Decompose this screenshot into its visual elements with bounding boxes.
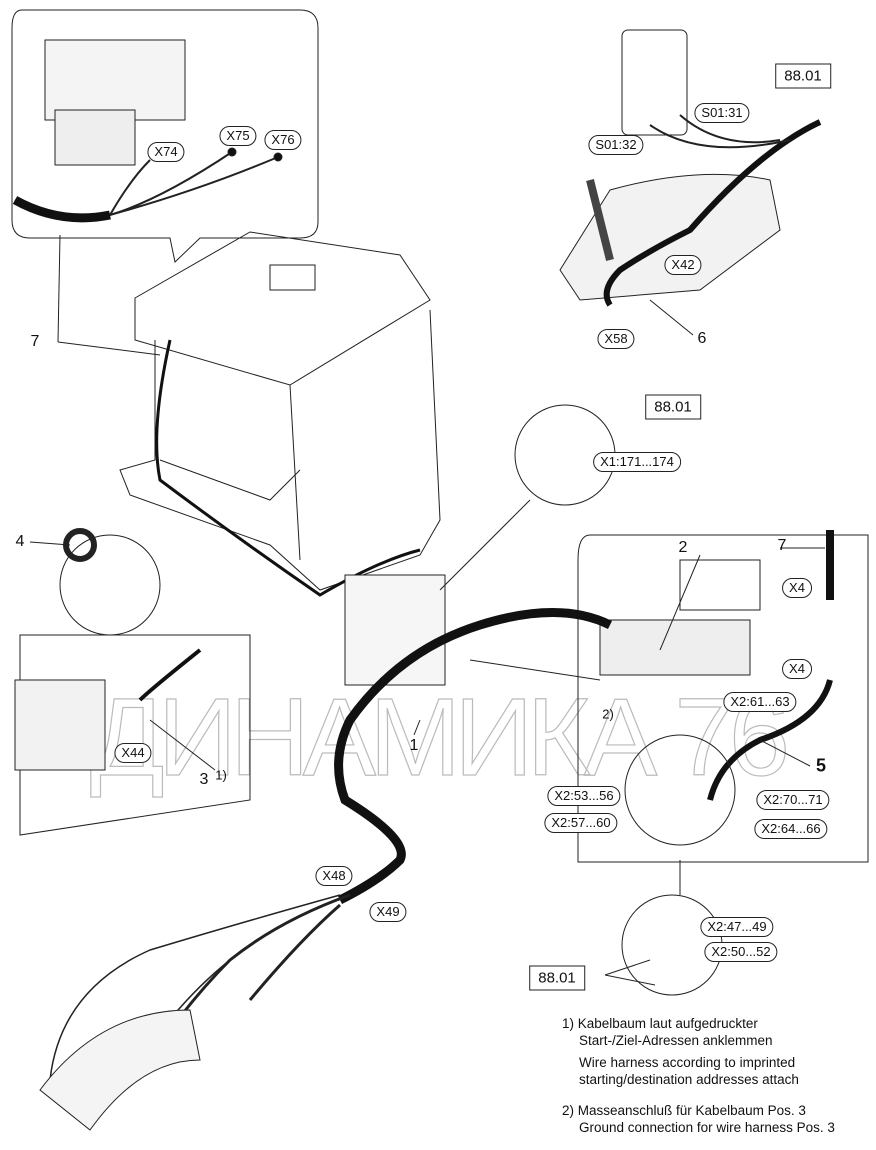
inset-right (577, 534, 869, 863)
cable-1 (334, 608, 613, 905)
cable-7-cab (155, 339, 421, 597)
position-4: 4 (15, 533, 25, 550)
notes: 1) Kabelbaum laut aufgedruckter Start-/Z… (562, 1015, 835, 1136)
cable-x48-x49 (168, 893, 351, 1031)
terminal-x1: X1:171...174 (593, 452, 681, 472)
ref-88-01-top: 88.01 (775, 63, 831, 89)
position-2: 2 (678, 539, 688, 556)
note-1-marker: 1) (215, 767, 227, 783)
connector-x49: X49 (369, 902, 407, 922)
connector-x44: X44 (114, 743, 152, 763)
terminal-x2-47-49: X2:47...49 (700, 917, 774, 937)
watermark: ДИНАМИКА 76 (90, 676, 790, 799)
terminal-x2-50-52: X2:50...52 (704, 942, 778, 962)
leader-lines (29, 234, 825, 771)
inset-top-left (11, 9, 319, 263)
terminal-x2-53-56: X2:53...56 (547, 786, 621, 806)
note-1-line-3: Wire harness according to imprinted (579, 1055, 796, 1070)
position-6: 6 (697, 330, 707, 347)
switch-s01-31: S01:31 (694, 103, 750, 123)
switch-s01-32: S01:32 (588, 135, 644, 155)
control-box (344, 574, 446, 686)
connector-x58: X58 (597, 329, 635, 349)
position-7-right: 7 (777, 537, 787, 554)
terminal-x2-57-60: X2:57...60 (544, 813, 618, 833)
connector-x48: X48 (315, 866, 353, 886)
connector-x74: X74 (147, 142, 185, 162)
position-3: 3 (199, 771, 209, 788)
note-2-line-1: 2) Masseanschluß für Kabelbaum Pos. 3 (562, 1103, 806, 1118)
inset-tape (59, 534, 161, 636)
terminal-x2-70-71: X2:70...71 (756, 790, 830, 810)
ref-88-01-bottom: 88.01 (529, 965, 585, 991)
connector-x4-top: X4 (782, 578, 812, 598)
inset-switch (621, 29, 688, 136)
note-1-line-1: 1) Kabelbaum laut aufgedruckter (562, 1016, 758, 1031)
cable-x74-x76 (14, 151, 279, 219)
note-1-line-4: starting/destination addresses attach (579, 1072, 799, 1087)
note-2-line-2: Ground connection for wire harness Pos. … (579, 1120, 835, 1135)
position-7-left: 7 (30, 333, 40, 350)
connector-x75: X75 (219, 126, 257, 146)
seat-bracket (39, 1009, 201, 1131)
ref-88-01-middle: 88.01 (645, 394, 701, 420)
connector-x76: X76 (264, 130, 302, 150)
terminal-x2-61-63: X2:61...63 (723, 692, 797, 712)
control-board (44, 39, 186, 121)
terminal-x2-64-66: X2:64...66 (754, 819, 828, 839)
cab-frame (119, 231, 441, 591)
position-5: 5 (815, 755, 827, 776)
position-1: 1 (409, 737, 419, 754)
note-2-marker: 2) (602, 706, 614, 722)
note-1-line-2: Start-/Ziel-Adressen anklemmen (579, 1033, 773, 1048)
connector-x4-bottom: X4 (782, 659, 812, 679)
connector-x42: X42 (664, 255, 702, 275)
cable-6 (603, 119, 822, 307)
